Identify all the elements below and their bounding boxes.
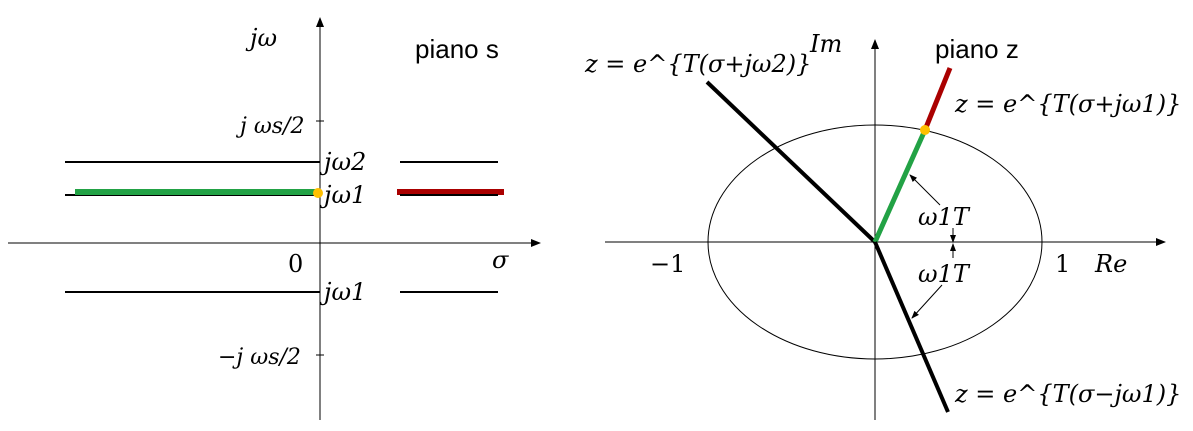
s-tick-upper-label: j ωs/2 xyxy=(235,114,304,139)
z-axis-re-label: Re xyxy=(1094,250,1127,278)
z-ray-red xyxy=(922,67,953,131)
z-ray-upper-label: z = e^{T(σ+jω2)} xyxy=(584,50,811,78)
s-tick-lower-label: −j ωs/2 xyxy=(218,345,301,370)
z-axis-im-label: Im xyxy=(809,30,842,58)
s-point-sigma-jw1 xyxy=(313,188,323,198)
z-ray-lower-black xyxy=(873,241,950,413)
z-point-unit-circle xyxy=(920,125,930,135)
z-angle-upper-label: ω1T xyxy=(918,203,971,231)
s-plane: jω piano s σ 0 j ωs/2 −j ωs/2 jω2 jω1 jω… xyxy=(8,17,541,420)
z-angle-lower-label: ω1T xyxy=(918,260,971,288)
s-line-jw1-label: jω1 xyxy=(319,181,366,209)
z-tick-left-label: −1 xyxy=(650,250,685,278)
z-unit-circle xyxy=(707,124,1043,360)
s-axis-jomega-label: jω xyxy=(245,24,277,52)
s-origin-label: 0 xyxy=(288,250,303,278)
z-ray-upper-black xyxy=(705,80,877,244)
z-plane-title: piano z xyxy=(935,34,1019,64)
z-ray-lower-label: z = e^{T(σ−jω1)} xyxy=(954,380,1181,408)
s-plane-title: piano s xyxy=(415,34,499,64)
z-plane: z = e^{T(σ+jω2)} Im piano z z = e^{T(σ+j… xyxy=(584,30,1181,420)
z-ray-green xyxy=(872,128,928,244)
z-tick-right-label: 1 xyxy=(1055,250,1070,278)
z-angle-lower-pointer xyxy=(911,284,943,319)
s-line-minus-jw1-label: jω1 xyxy=(319,278,366,306)
z-ray-red-label: z = e^{T(σ+jω1)} xyxy=(954,90,1181,118)
s-axis-sigma-label: σ xyxy=(492,246,509,274)
z-angle-upper-pointer xyxy=(909,174,941,206)
s-line-jw2-label: jω2 xyxy=(319,148,366,176)
